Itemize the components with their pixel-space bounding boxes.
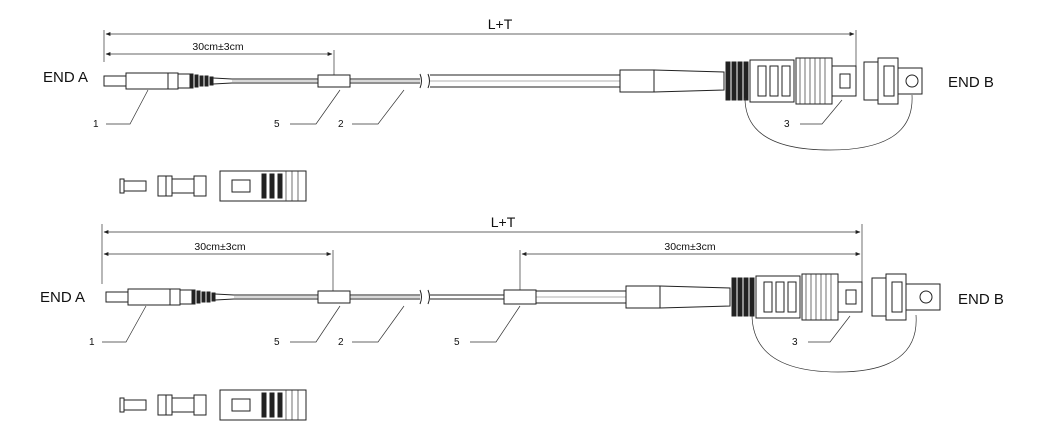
total-length-label: L+T — [491, 214, 516, 230]
diagram-bottom: L+T 30cm±3cm 30cm±3cm END A — [40, 214, 1004, 421]
breakout-sleeve — [317, 74, 351, 88]
cable-top — [232, 73, 620, 89]
end-a-label: END A — [43, 69, 88, 86]
callout-1: 1 — [89, 337, 95, 348]
exploded-parts-bottom — [119, 389, 307, 421]
breakout-dim-label-right: 30cm±3cm — [664, 241, 716, 253]
callout-1: 1 — [93, 119, 99, 130]
callout-3: 3 — [792, 337, 798, 348]
diagram-top: L+T 30cm±3cm END A — [43, 16, 994, 202]
breakout-dim-label: 30cm±3cm — [192, 41, 244, 53]
callouts-top: 1 5 2 3 — [93, 89, 843, 130]
total-length-label: L+T — [488, 16, 513, 32]
connector-end-a — [103, 72, 233, 90]
callout-3: 3 — [784, 119, 790, 130]
connector-end-b — [619, 57, 923, 151]
callout-2: 2 — [338, 119, 344, 130]
end-a-label: END A — [40, 289, 85, 306]
total-length-dimension: L+T — [101, 214, 863, 288]
cable-bottom — [234, 289, 626, 305]
callout-2: 2 — [338, 337, 344, 348]
total-length-dimension: L+T — [103, 16, 857, 68]
callout-5: 5 — [274, 119, 280, 130]
callout-5: 5 — [274, 337, 280, 348]
breakout-sleeve-right — [503, 289, 537, 305]
connector-end-a — [105, 288, 235, 306]
callout-5-right: 5 — [454, 337, 460, 348]
connector-end-b — [625, 273, 941, 373]
breakout-dim-label-left: 30cm±3cm — [194, 241, 246, 253]
breakout-sleeve-left — [317, 290, 351, 304]
exploded-parts-top — [119, 170, 307, 202]
end-b-label: END B — [948, 74, 994, 91]
callouts-bottom: 1 5 2 5 3 — [89, 305, 851, 348]
end-b-label: END B — [958, 291, 1004, 308]
breakout-dimension-right: 30cm±3cm — [519, 241, 861, 294]
breakout-dimension: 30cm±3cm — [105, 41, 335, 78]
breakout-dimension-left: 30cm±3cm — [103, 241, 334, 296]
